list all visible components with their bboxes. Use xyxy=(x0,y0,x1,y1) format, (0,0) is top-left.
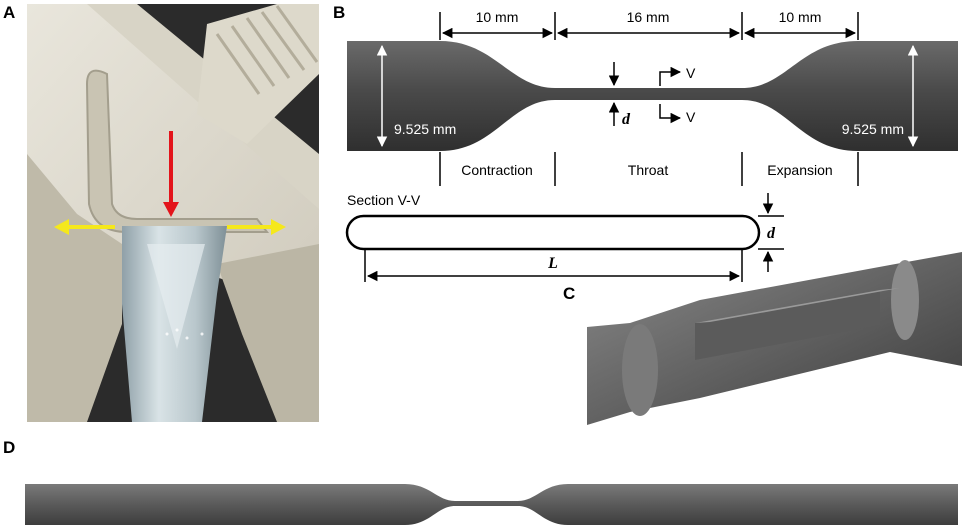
panel-label-c: C xyxy=(563,284,576,303)
throat-length-label: 16 mm xyxy=(627,9,670,25)
section-cross-section xyxy=(345,214,761,251)
section-length-symbol: L xyxy=(547,255,558,272)
outlet-diameter-label: 9.525 mm xyxy=(842,121,904,137)
section-depth-symbol: d xyxy=(767,225,776,242)
section-marker-bottom: V xyxy=(686,109,696,125)
section-dimension-lines xyxy=(364,193,784,282)
channel-full-view xyxy=(25,484,958,525)
expansion-length-label: 10 mm xyxy=(779,9,822,25)
region-contraction-label: Contraction xyxy=(461,162,533,178)
region-throat-label: Throat xyxy=(628,162,669,178)
device-photo xyxy=(27,4,319,422)
section-cut-markers xyxy=(659,66,682,124)
thread-screw-icon xyxy=(197,4,319,144)
inlet-diameter-label: 9.525 mm xyxy=(394,121,456,137)
throat-depth-symbol: d xyxy=(622,111,631,128)
red-arrow-icon xyxy=(163,131,179,217)
panel-label-b: B xyxy=(333,3,346,22)
channel-side-view xyxy=(347,41,958,151)
yellow-arrow-right-icon xyxy=(227,219,286,235)
section-title: Section V-V xyxy=(347,192,421,208)
region-expansion-label: Expansion xyxy=(767,162,832,178)
dimension-lines xyxy=(439,12,859,186)
contraction-length-label: 10 mm xyxy=(476,9,519,25)
panel-label-a: A xyxy=(3,3,16,22)
panel-label-d: D xyxy=(3,438,16,457)
channel-3d-render xyxy=(587,252,962,425)
section-marker-top: V xyxy=(686,65,696,81)
yellow-arrow-left-icon xyxy=(54,219,115,235)
